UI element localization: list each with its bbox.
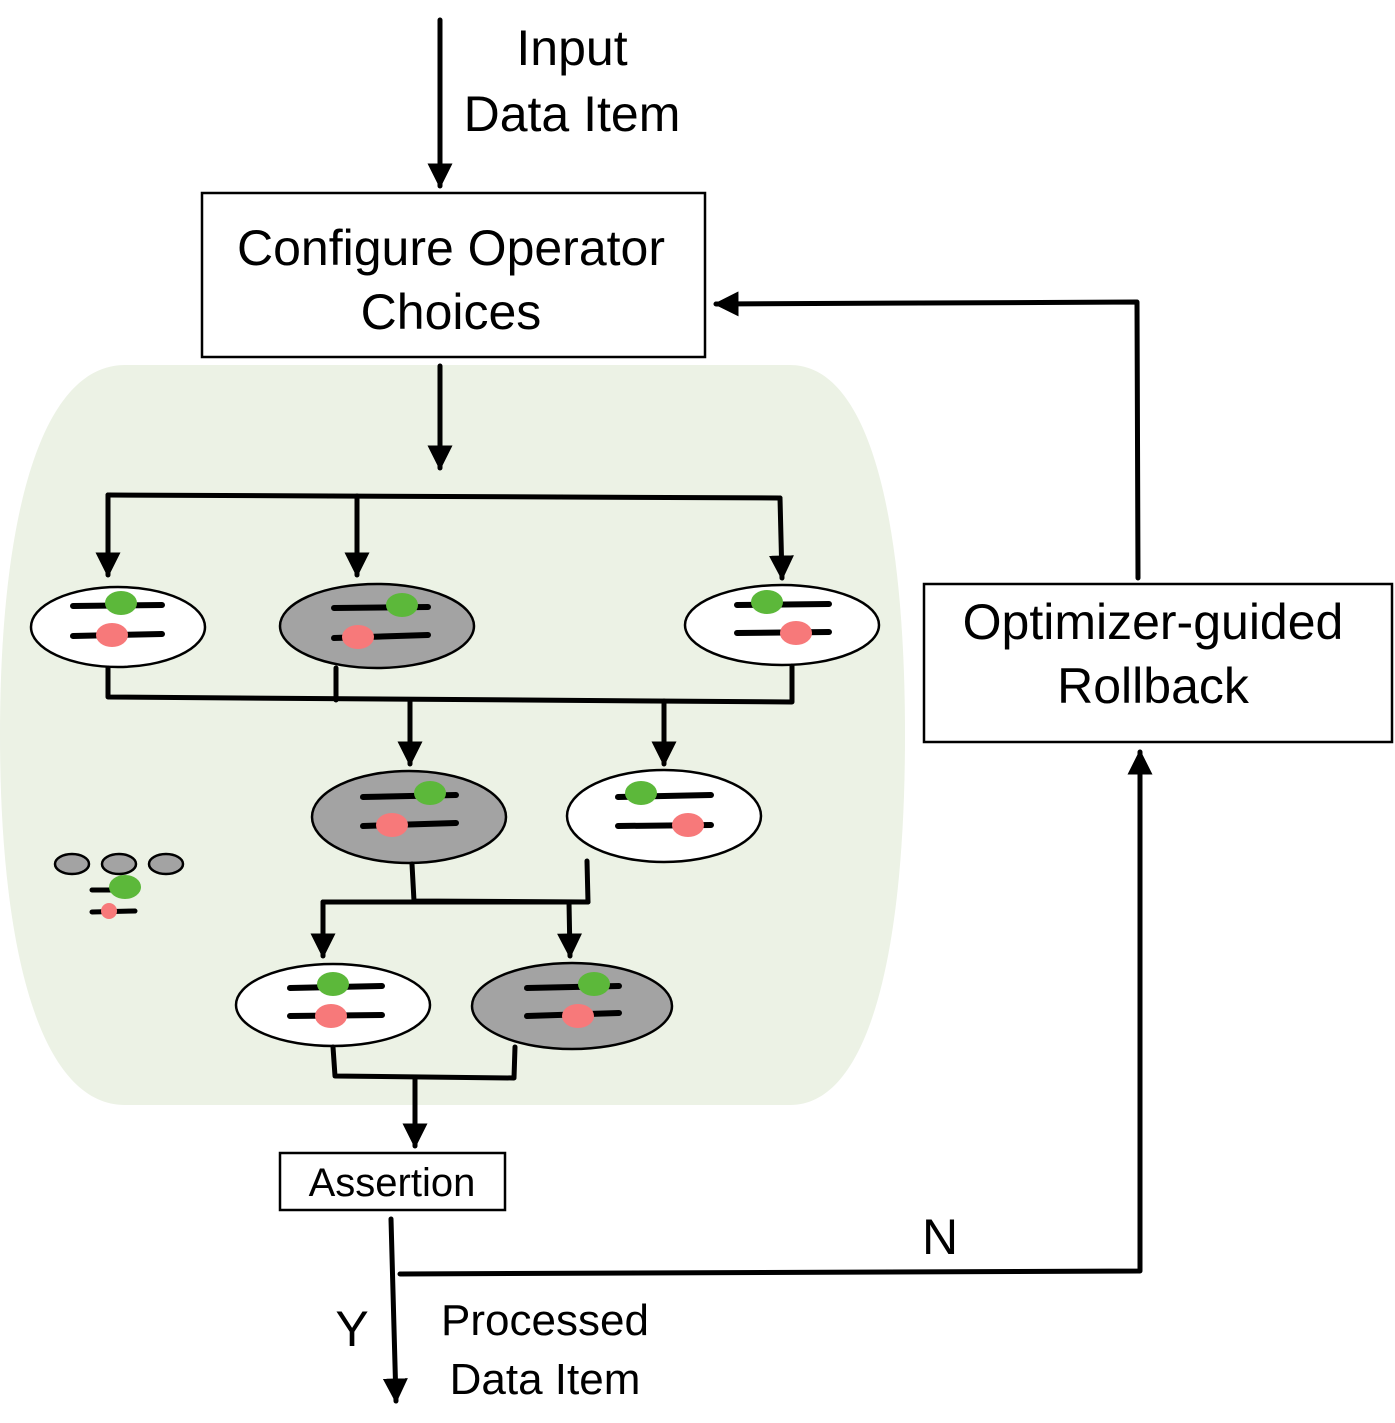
configure-box-line2: Choices [361, 284, 542, 340]
output-label-line1: Processed [441, 1296, 649, 1345]
optimizer-box-line2: Rollback [1057, 658, 1250, 714]
operator-node-1-2 [278, 582, 476, 670]
optimizer-box [922, 582, 1394, 744]
legend-node-3 [147, 852, 185, 876]
merge-row3 [330, 1044, 518, 1081]
assertion-box-label: Assertion [309, 1161, 476, 1205]
input-label-line2: Data Item [464, 86, 681, 142]
branch-no-label: N [922, 1209, 958, 1265]
branch-yes-label: Y [335, 1301, 368, 1357]
assertion-box [278, 1151, 507, 1212]
operator-node-2-2 [565, 768, 763, 864]
input-label-line1: Input [516, 20, 627, 76]
legend-node-1 [53, 852, 91, 876]
operator-node-3-1 [234, 962, 432, 1048]
rollback-arrow [713, 291, 1141, 581]
operator-node-3-2 [470, 961, 674, 1051]
row3-arrow-2 [557, 899, 583, 959]
branch-no-line [397, 749, 1153, 1277]
fanout-top [105, 492, 783, 501]
output-label-line2: Data Item [450, 1355, 641, 1404]
merge-row1 [105, 663, 795, 705]
operator-node-2-1 [310, 769, 508, 865]
configure-box [200, 191, 707, 359]
fanout-arrow-3 [768, 495, 794, 581]
operator-node-1-3 [683, 583, 881, 667]
optimizer-box-line1: Optimizer-guided [963, 594, 1344, 650]
output-arrow [382, 1216, 408, 1404]
configure-box-line1: Configure Operator [237, 220, 665, 276]
operator-node-1-1 [29, 585, 207, 669]
legend-node-2 [100, 852, 138, 876]
legend [53, 852, 185, 919]
operator-panel [0, 365, 905, 1105]
